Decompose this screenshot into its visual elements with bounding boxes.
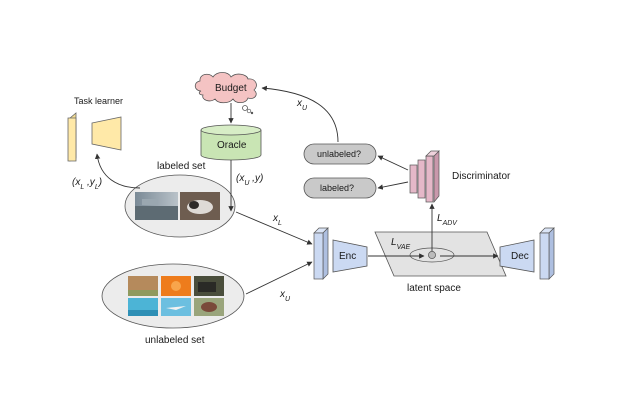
decoder-block — [499, 239, 535, 273]
latent-plane — [374, 231, 507, 277]
coin-icon — [242, 105, 254, 115]
arrow-labeled-to-vae — [235, 211, 313, 245]
encoder-label: Enc — [339, 251, 356, 262]
arrow-unlabeled-to-vae — [245, 261, 313, 295]
arrow-disc-to-labeled — [377, 181, 409, 190]
encoder-block — [332, 239, 368, 273]
encoder: Enc — [332, 239, 368, 273]
label-xl-edge: xL — [272, 213, 282, 227]
budget: Budget — [194, 72, 257, 115]
discriminator-label: Discriminator — [452, 171, 511, 182]
task-learner-head — [91, 116, 122, 151]
label-xu-edge: xU — [279, 289, 291, 303]
discriminator: Discriminator — [409, 150, 511, 203]
task-learner-front — [67, 117, 77, 162]
budget-label: Budget — [215, 83, 247, 94]
output-slab — [539, 232, 550, 280]
arrow-labeled-to-task — [94, 153, 141, 189]
pill-labeled: labeled? — [303, 177, 377, 199]
pill-labeled-label: labeled? — [320, 183, 354, 193]
vae-output — [539, 227, 555, 280]
label-xl-yl: (xL ,yL) — [72, 177, 102, 191]
pill-unlabeled-label: unlabeled? — [317, 149, 361, 159]
pill-unlabeled: unlabeled? — [303, 143, 377, 165]
arrow-disc-to-budget — [261, 85, 339, 143]
connections — [94, 85, 499, 295]
oracle-body — [200, 130, 262, 161]
task-learner: Task learner — [67, 96, 123, 162]
label-xu-y: (xU ,y) — [236, 173, 263, 187]
unlabeled-set: unlabeled set — [101, 263, 245, 346]
budget-cloud — [194, 72, 257, 104]
latent-point — [428, 251, 436, 259]
input-slab — [313, 232, 324, 280]
oracle-top — [200, 124, 262, 136]
oracle-label: Oracle — [217, 140, 247, 151]
decoder-label: Dec — [511, 251, 529, 262]
task-learner-label: Task learner — [74, 96, 123, 106]
label-xu-budget: xU — [296, 98, 308, 112]
label-l-adv: LADV — [437, 213, 458, 227]
label-l-vae: LVAE — [391, 237, 411, 251]
labeled-set: labeled set — [124, 161, 236, 238]
labeled-set-label: labeled set — [157, 161, 206, 172]
arrow-disc-to-unlabeled — [377, 155, 409, 171]
oracle: Oracle — [200, 124, 262, 161]
vae-input — [313, 227, 329, 280]
unlabeled-set-label: unlabeled set — [145, 335, 205, 346]
decoder: Dec — [499, 239, 535, 273]
latent-space-label: latent space — [407, 283, 461, 294]
